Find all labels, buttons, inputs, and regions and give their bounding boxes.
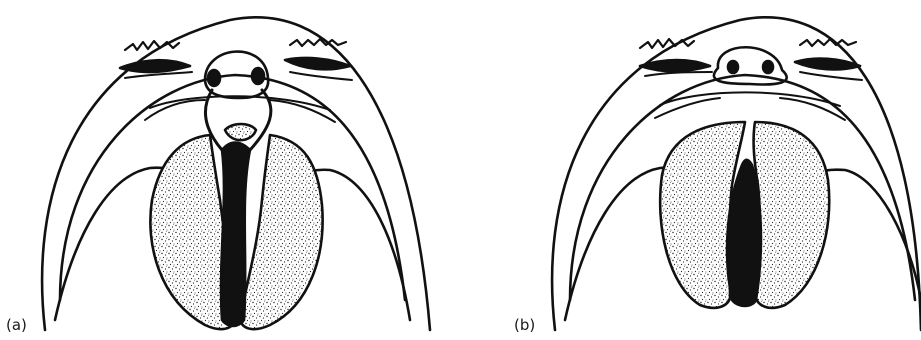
panel-a-drawing [42, 17, 430, 330]
panel-b-right-palate [754, 122, 830, 308]
panel-b-label: (b) [514, 316, 535, 334]
panel-a-right-palate [240, 135, 323, 329]
panel-a-right-brow [290, 39, 346, 46]
panel-b-left-eye [640, 60, 710, 71]
panel-b-lip-line-right [780, 98, 845, 120]
panel-b-right-lash [800, 72, 862, 80]
panel-b-drawing [552, 17, 921, 330]
panel-a-label: (a) [6, 316, 27, 334]
panel-b-right-eye [795, 59, 860, 70]
panel-a-right-eye [285, 58, 350, 69]
panel-b-right-nostril [763, 61, 773, 73]
panel-b-left-lash [645, 72, 712, 76]
panel-b-left-nostril [728, 61, 738, 73]
panel-a-premaxilla [225, 124, 256, 140]
panel-a-cleft [221, 143, 250, 327]
panel-a-right-lash [290, 72, 352, 80]
panel-a-left-lash [125, 72, 192, 78]
panel-b-right-brow [800, 39, 856, 46]
panel-a-right-nostril [252, 68, 264, 84]
panel-a-left-eye [120, 60, 190, 72]
panel-a-left-nostril [208, 70, 220, 86]
